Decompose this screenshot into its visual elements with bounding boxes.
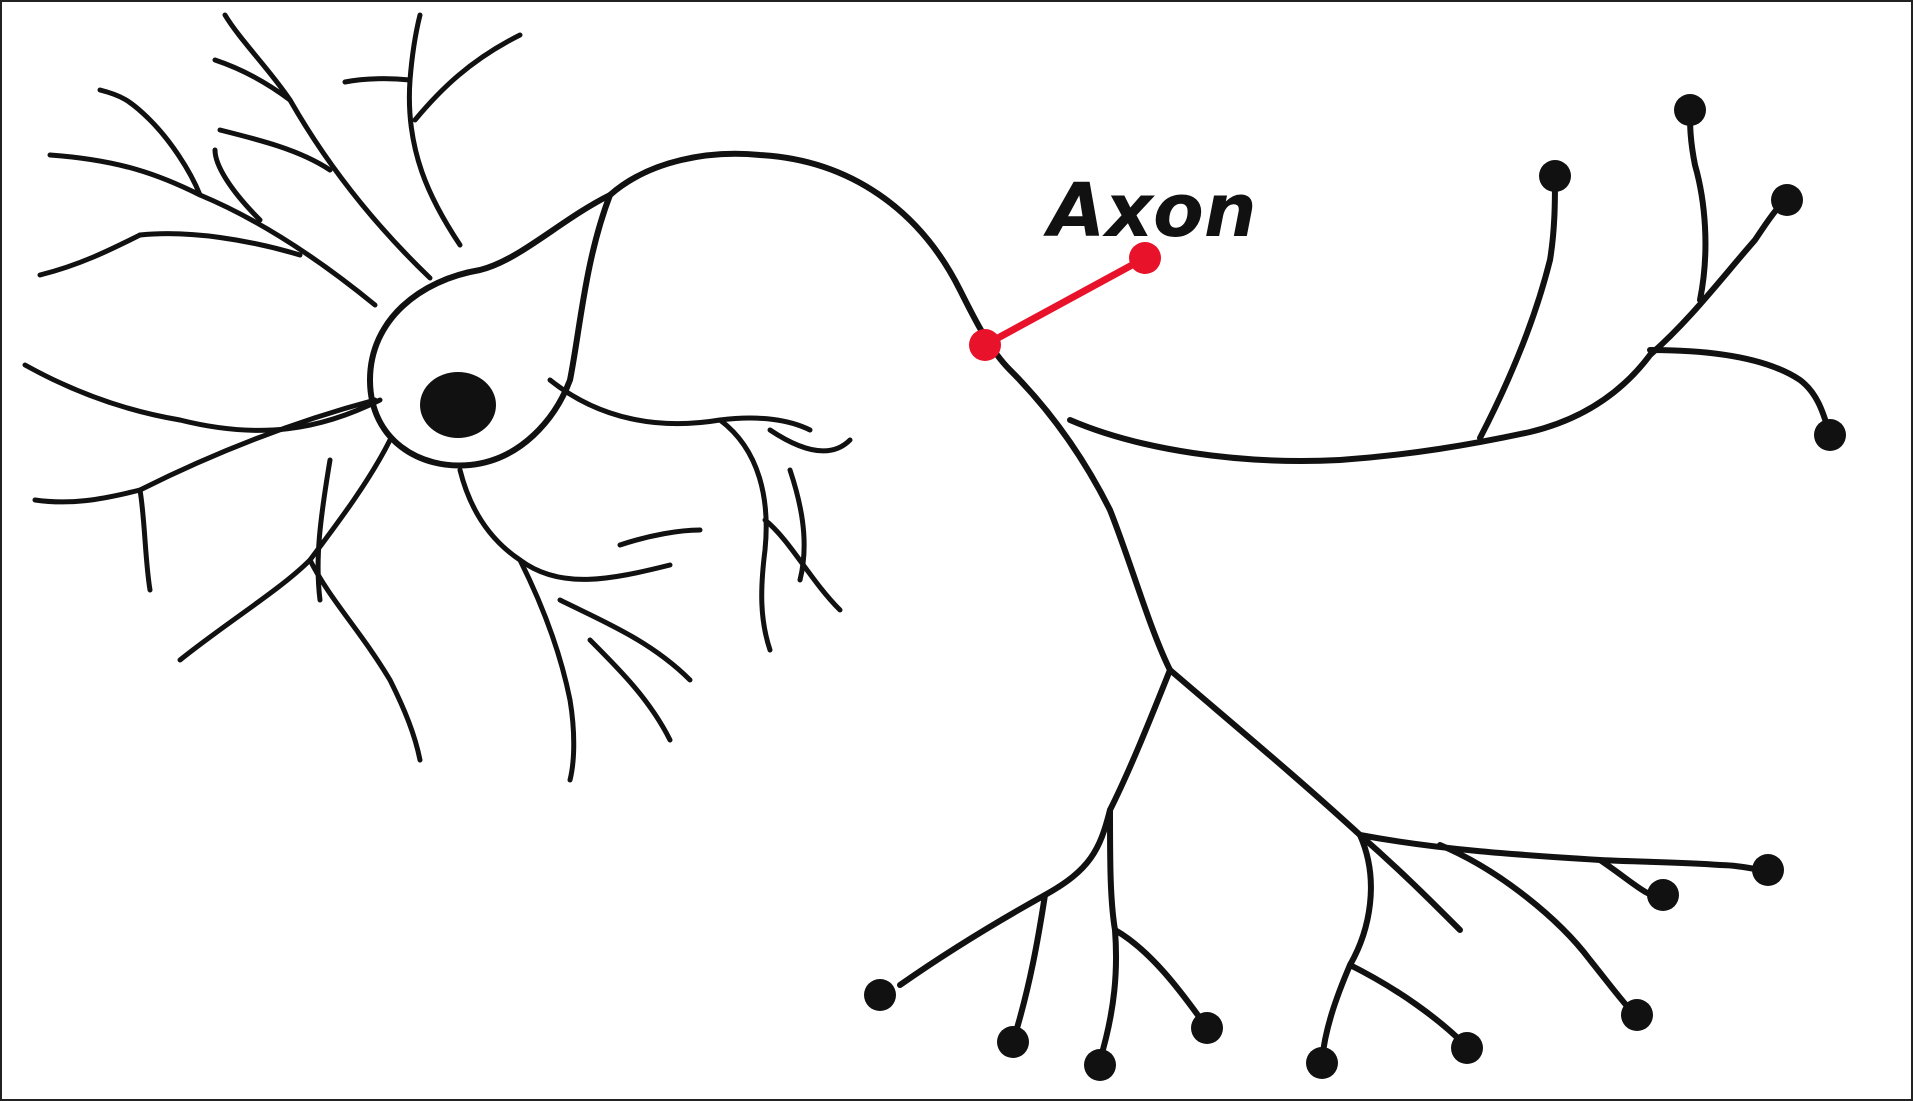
axon-branch (1650, 350, 1830, 435)
axon-terminal (864, 979, 896, 1011)
pointer-start-dot (969, 329, 1001, 361)
dendrite-branch (720, 420, 770, 650)
axon (610, 112, 1830, 1060)
dendrite-branch (310, 560, 420, 760)
axon-branch (1015, 895, 1045, 1035)
axon-terminal (1084, 1049, 1116, 1081)
dendrite-branch (180, 440, 390, 660)
dendrite-branch (215, 60, 290, 100)
axon-branch (1690, 112, 1705, 300)
soma-outline (370, 195, 610, 466)
pointer-line (985, 258, 1145, 345)
axon-terminal (1814, 419, 1846, 451)
axon-branch (1440, 845, 1635, 1015)
axon-terminal (1451, 1032, 1483, 1064)
axon-branch (1360, 835, 1720, 865)
dendrite-branch (100, 90, 200, 195)
axon-branch (1070, 355, 1650, 461)
dendrite-branch (25, 365, 380, 430)
axon-branch (1322, 835, 1371, 1060)
axon-terminal (1191, 1012, 1223, 1044)
dendrite-branch (409, 15, 460, 245)
axon-branch (1100, 810, 1116, 1060)
axon-pointer (969, 242, 1161, 361)
dendrite-branch (140, 490, 150, 590)
dendrite-branch (215, 150, 260, 220)
axon-branch (1170, 670, 1460, 930)
dendrite-branch (40, 235, 140, 275)
dendrite-branch (620, 530, 700, 545)
dendrite-branch (460, 470, 670, 579)
axon-branch (1350, 965, 1465, 1045)
nucleus (420, 372, 496, 438)
axon-terminal (1752, 854, 1784, 886)
dendrite-branch (50, 155, 375, 305)
axon-terminal (1306, 1047, 1338, 1079)
dendrite-branch (790, 470, 804, 580)
dendrite-branch (345, 79, 410, 82)
axon-branch (1480, 180, 1555, 438)
dendrite-branch (415, 35, 520, 120)
axon-terminal (1771, 184, 1803, 216)
axon-label: Axon (1043, 168, 1257, 254)
dendrite-branch (318, 460, 330, 600)
cell-body (370, 195, 610, 466)
axon-terminals (864, 94, 1846, 1081)
axon-terminal (997, 1026, 1029, 1058)
axon-terminal (1621, 999, 1653, 1031)
dendrite-branch (225, 15, 430, 278)
axon-terminal (1674, 94, 1706, 126)
axon-terminal (1539, 160, 1571, 192)
axon-branch (1115, 930, 1205, 1025)
dendrite-branch (770, 430, 850, 451)
dendrite-branch (560, 600, 690, 680)
axon-terminal (1647, 879, 1679, 911)
dendrite-branch (520, 560, 574, 780)
dendrite-branch (550, 380, 810, 430)
axon-branch (1650, 200, 1785, 355)
